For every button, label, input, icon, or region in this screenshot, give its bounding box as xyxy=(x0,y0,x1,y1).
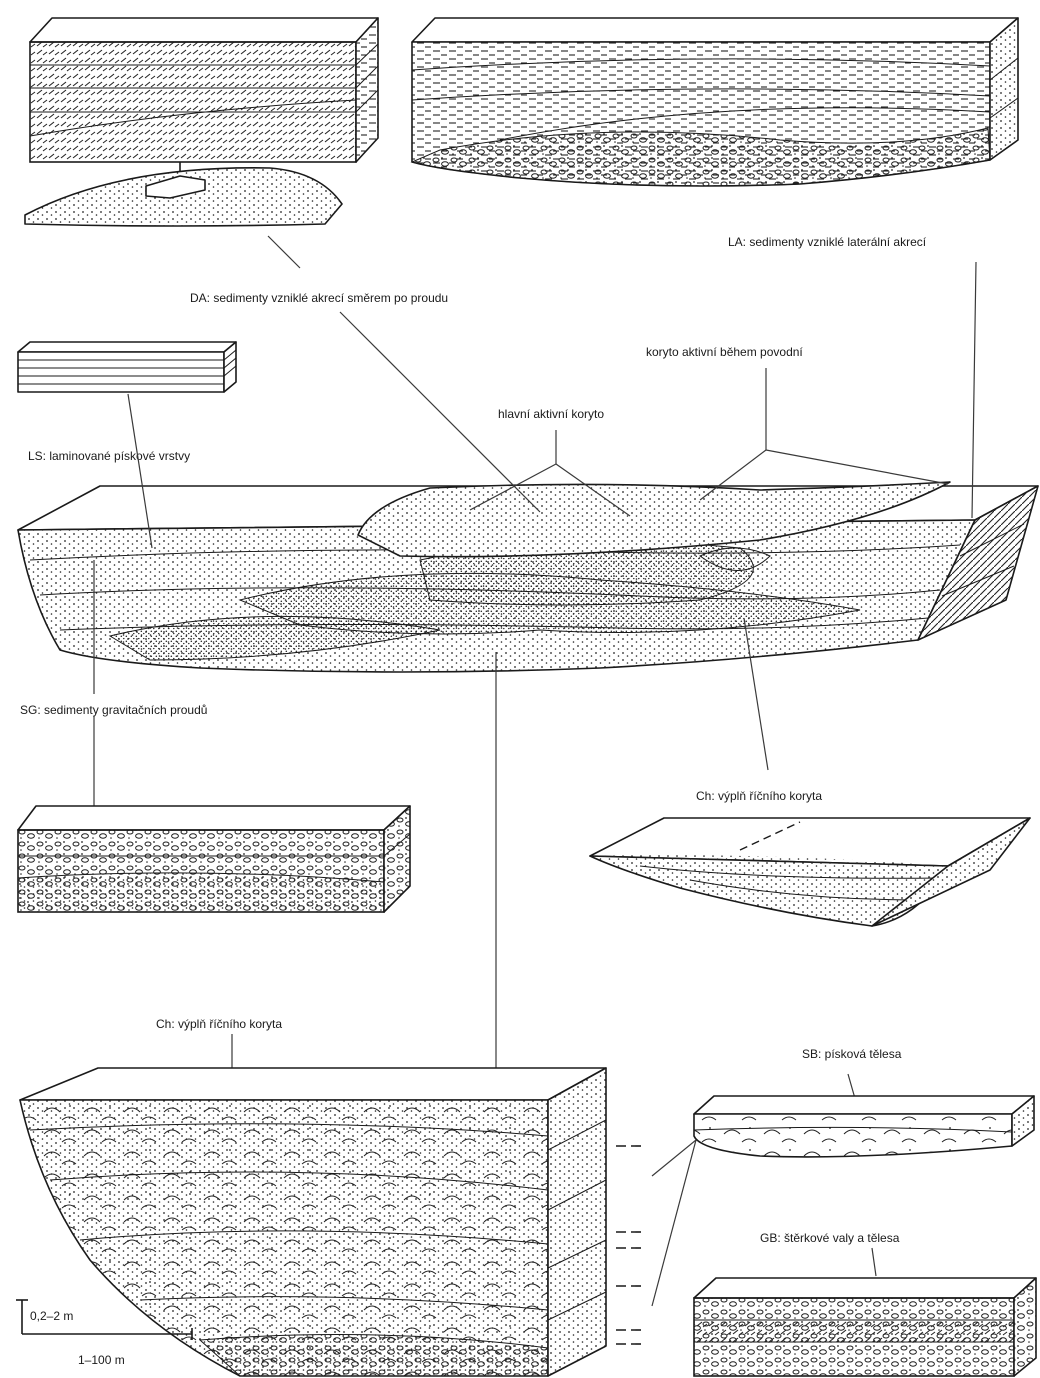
label-ch-right: Ch: výplň říčního koryta xyxy=(696,789,822,803)
main-block xyxy=(18,482,1038,672)
label-ch-bottom: Ch: výplň říčního koryta xyxy=(156,1017,282,1031)
la-block xyxy=(412,18,1018,186)
label-gb: GB: štěrkové valy a tělesa xyxy=(760,1231,900,1245)
scale-vertical-label: 0,2–2 m xyxy=(30,1309,73,1323)
gb-block xyxy=(694,1278,1036,1376)
sb-block xyxy=(694,1096,1034,1157)
label-koryto-povodni: koryto aktivní během povodní xyxy=(646,345,803,359)
scale-horizontal-label: 1–100 m xyxy=(78,1353,125,1367)
label-da: DA: sedimenty vzniklé akrecí směrem po p… xyxy=(190,291,448,305)
da-block xyxy=(25,18,378,226)
ls-block xyxy=(18,342,236,392)
label-sg: SG: sedimenty gravitačních proudů xyxy=(20,703,207,717)
label-sb: SB: písková tělesa xyxy=(802,1047,902,1061)
label-hlavni-koryto: hlavní aktivní koryto xyxy=(498,407,604,421)
label-la: LA: sedimenty vzniklé laterální akrecí xyxy=(728,235,927,249)
ch-right-block xyxy=(590,818,1030,926)
ch-bottom-block xyxy=(20,1068,644,1376)
sg-block xyxy=(18,806,410,912)
label-ls: LS: laminované pískové vrstvy xyxy=(28,449,190,463)
